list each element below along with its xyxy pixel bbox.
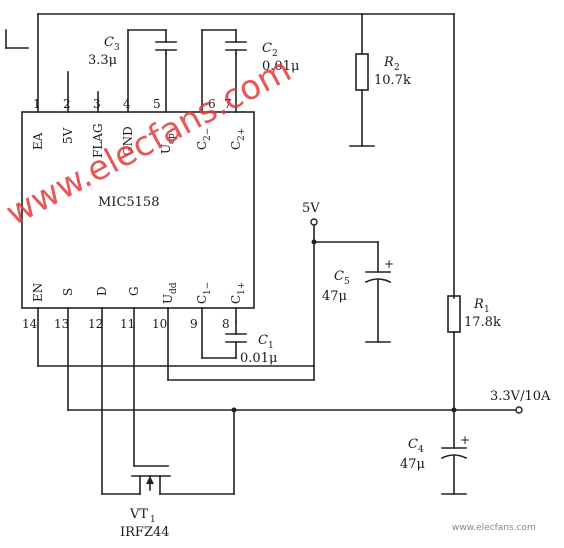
r2-body bbox=[355, 53, 369, 91]
svg-text:U: U bbox=[161, 294, 175, 304]
svg-text:VT: VT bbox=[129, 507, 148, 522]
pin-num-10: 10 bbox=[152, 317, 167, 331]
pin-label-5v: 5V bbox=[61, 127, 75, 144]
ic-name: MIC5158 bbox=[98, 195, 159, 210]
pin-num-6: 6 bbox=[208, 97, 216, 111]
5v-terminal bbox=[310, 218, 318, 226]
pin-num-1: 1 bbox=[33, 97, 41, 111]
svg-text:5: 5 bbox=[344, 277, 350, 287]
c5-polarity: + bbox=[384, 257, 394, 271]
c2-label: C 2 0.01μ bbox=[262, 41, 299, 74]
svg-text:1: 1 bbox=[150, 515, 156, 525]
mosfet-arrow-icon bbox=[146, 476, 154, 484]
pin-num-13: 13 bbox=[54, 317, 69, 331]
c3-label: C 3 3.3μ bbox=[88, 35, 120, 68]
pin-label-c2-minus: C 2− bbox=[195, 128, 213, 150]
watermark-corner: www.elecfans.com bbox=[452, 523, 536, 533]
svg-text:2: 2 bbox=[394, 63, 400, 73]
pin-label-flag: FLAG bbox=[91, 123, 105, 158]
c1-value: 0.01μ bbox=[240, 351, 277, 366]
output-label: 3.3V/10A bbox=[490, 389, 551, 404]
ic-body bbox=[21, 111, 255, 309]
svg-text:2−: 2− bbox=[203, 128, 213, 141]
pin-label-c2-plus: C 2+ bbox=[229, 128, 247, 150]
5v-label: 5V bbox=[302, 201, 320, 216]
svg-text:cp: cp bbox=[167, 133, 177, 144]
svg-text:2: 2 bbox=[272, 49, 278, 59]
svg-text:C: C bbox=[229, 141, 243, 150]
pin-label-gnd: GND bbox=[121, 126, 135, 156]
svg-text:C: C bbox=[195, 141, 209, 150]
output-terminal bbox=[515, 406, 523, 414]
r1-label: R 1 17.8k bbox=[464, 297, 501, 330]
r2-label: R 2 10.7k bbox=[374, 55, 411, 88]
svg-text:1: 1 bbox=[484, 305, 490, 315]
c4-plate-bottom bbox=[440, 454, 468, 460]
svg-text:R: R bbox=[473, 297, 484, 312]
pin-num-4: 4 bbox=[123, 97, 131, 111]
c3-value: 3.3μ bbox=[88, 53, 117, 68]
r1-body bbox=[447, 295, 461, 333]
c5-plate-bottom bbox=[364, 278, 392, 284]
r2-value: 10.7k bbox=[374, 73, 411, 88]
svg-text:C: C bbox=[262, 41, 272, 56]
pin-num-14: 14 bbox=[22, 317, 38, 331]
pin-label-c1-plus: C 1+ bbox=[229, 282, 247, 304]
pin-label-d: D bbox=[95, 286, 109, 296]
vt1-label: VT 1 IRFZ44 bbox=[120, 507, 170, 540]
r1-value: 17.8k bbox=[464, 315, 501, 330]
svg-text:C: C bbox=[195, 295, 209, 304]
svg-text:2+: 2+ bbox=[237, 128, 247, 141]
pin-label-udd: U dd bbox=[161, 282, 179, 304]
c5-label: C 5 47μ bbox=[322, 269, 350, 304]
pin-label-ucp: U cp bbox=[159, 133, 177, 154]
pin-num-3: 3 bbox=[93, 97, 101, 111]
pin-num-7: 7 bbox=[224, 97, 232, 111]
pin-num-8: 8 bbox=[222, 317, 230, 331]
svg-text:R: R bbox=[383, 55, 394, 70]
pin-label-s: S bbox=[61, 288, 75, 296]
c4-label: C 4 47μ bbox=[400, 437, 425, 472]
pin-num-5: 5 bbox=[153, 97, 161, 111]
pin-num-2: 2 bbox=[63, 97, 71, 111]
pin-num-11: 11 bbox=[120, 317, 135, 331]
c1-label: C 1 0.01μ bbox=[240, 333, 277, 366]
c2-value: 0.01μ bbox=[262, 59, 299, 74]
svg-text:3: 3 bbox=[114, 43, 120, 53]
svg-text:1−: 1− bbox=[203, 282, 213, 295]
svg-text:1: 1 bbox=[268, 341, 274, 351]
svg-text:C: C bbox=[334, 269, 344, 284]
c5-value: 47μ bbox=[322, 289, 347, 304]
svg-text:4: 4 bbox=[418, 445, 424, 455]
c4-polarity: + bbox=[460, 433, 470, 447]
pin-num-9: 9 bbox=[190, 317, 198, 331]
pin-num-12: 12 bbox=[88, 317, 103, 331]
c4-value: 47μ bbox=[400, 457, 425, 472]
svg-text:1+: 1+ bbox=[237, 282, 247, 295]
svg-text:U: U bbox=[159, 144, 173, 154]
svg-text:C: C bbox=[408, 437, 418, 452]
svg-text:dd: dd bbox=[169, 282, 179, 294]
svg-text:C: C bbox=[104, 35, 114, 50]
svg-text:C: C bbox=[258, 333, 268, 348]
vt1-part: IRFZ44 bbox=[120, 525, 170, 540]
pin-label-g: G bbox=[127, 286, 141, 296]
svg-text:C: C bbox=[229, 295, 243, 304]
pin-label-en: EN bbox=[31, 283, 45, 302]
pin-label-c1-minus: C 1− bbox=[195, 282, 213, 304]
pin-label-ea: EA bbox=[31, 132, 45, 150]
